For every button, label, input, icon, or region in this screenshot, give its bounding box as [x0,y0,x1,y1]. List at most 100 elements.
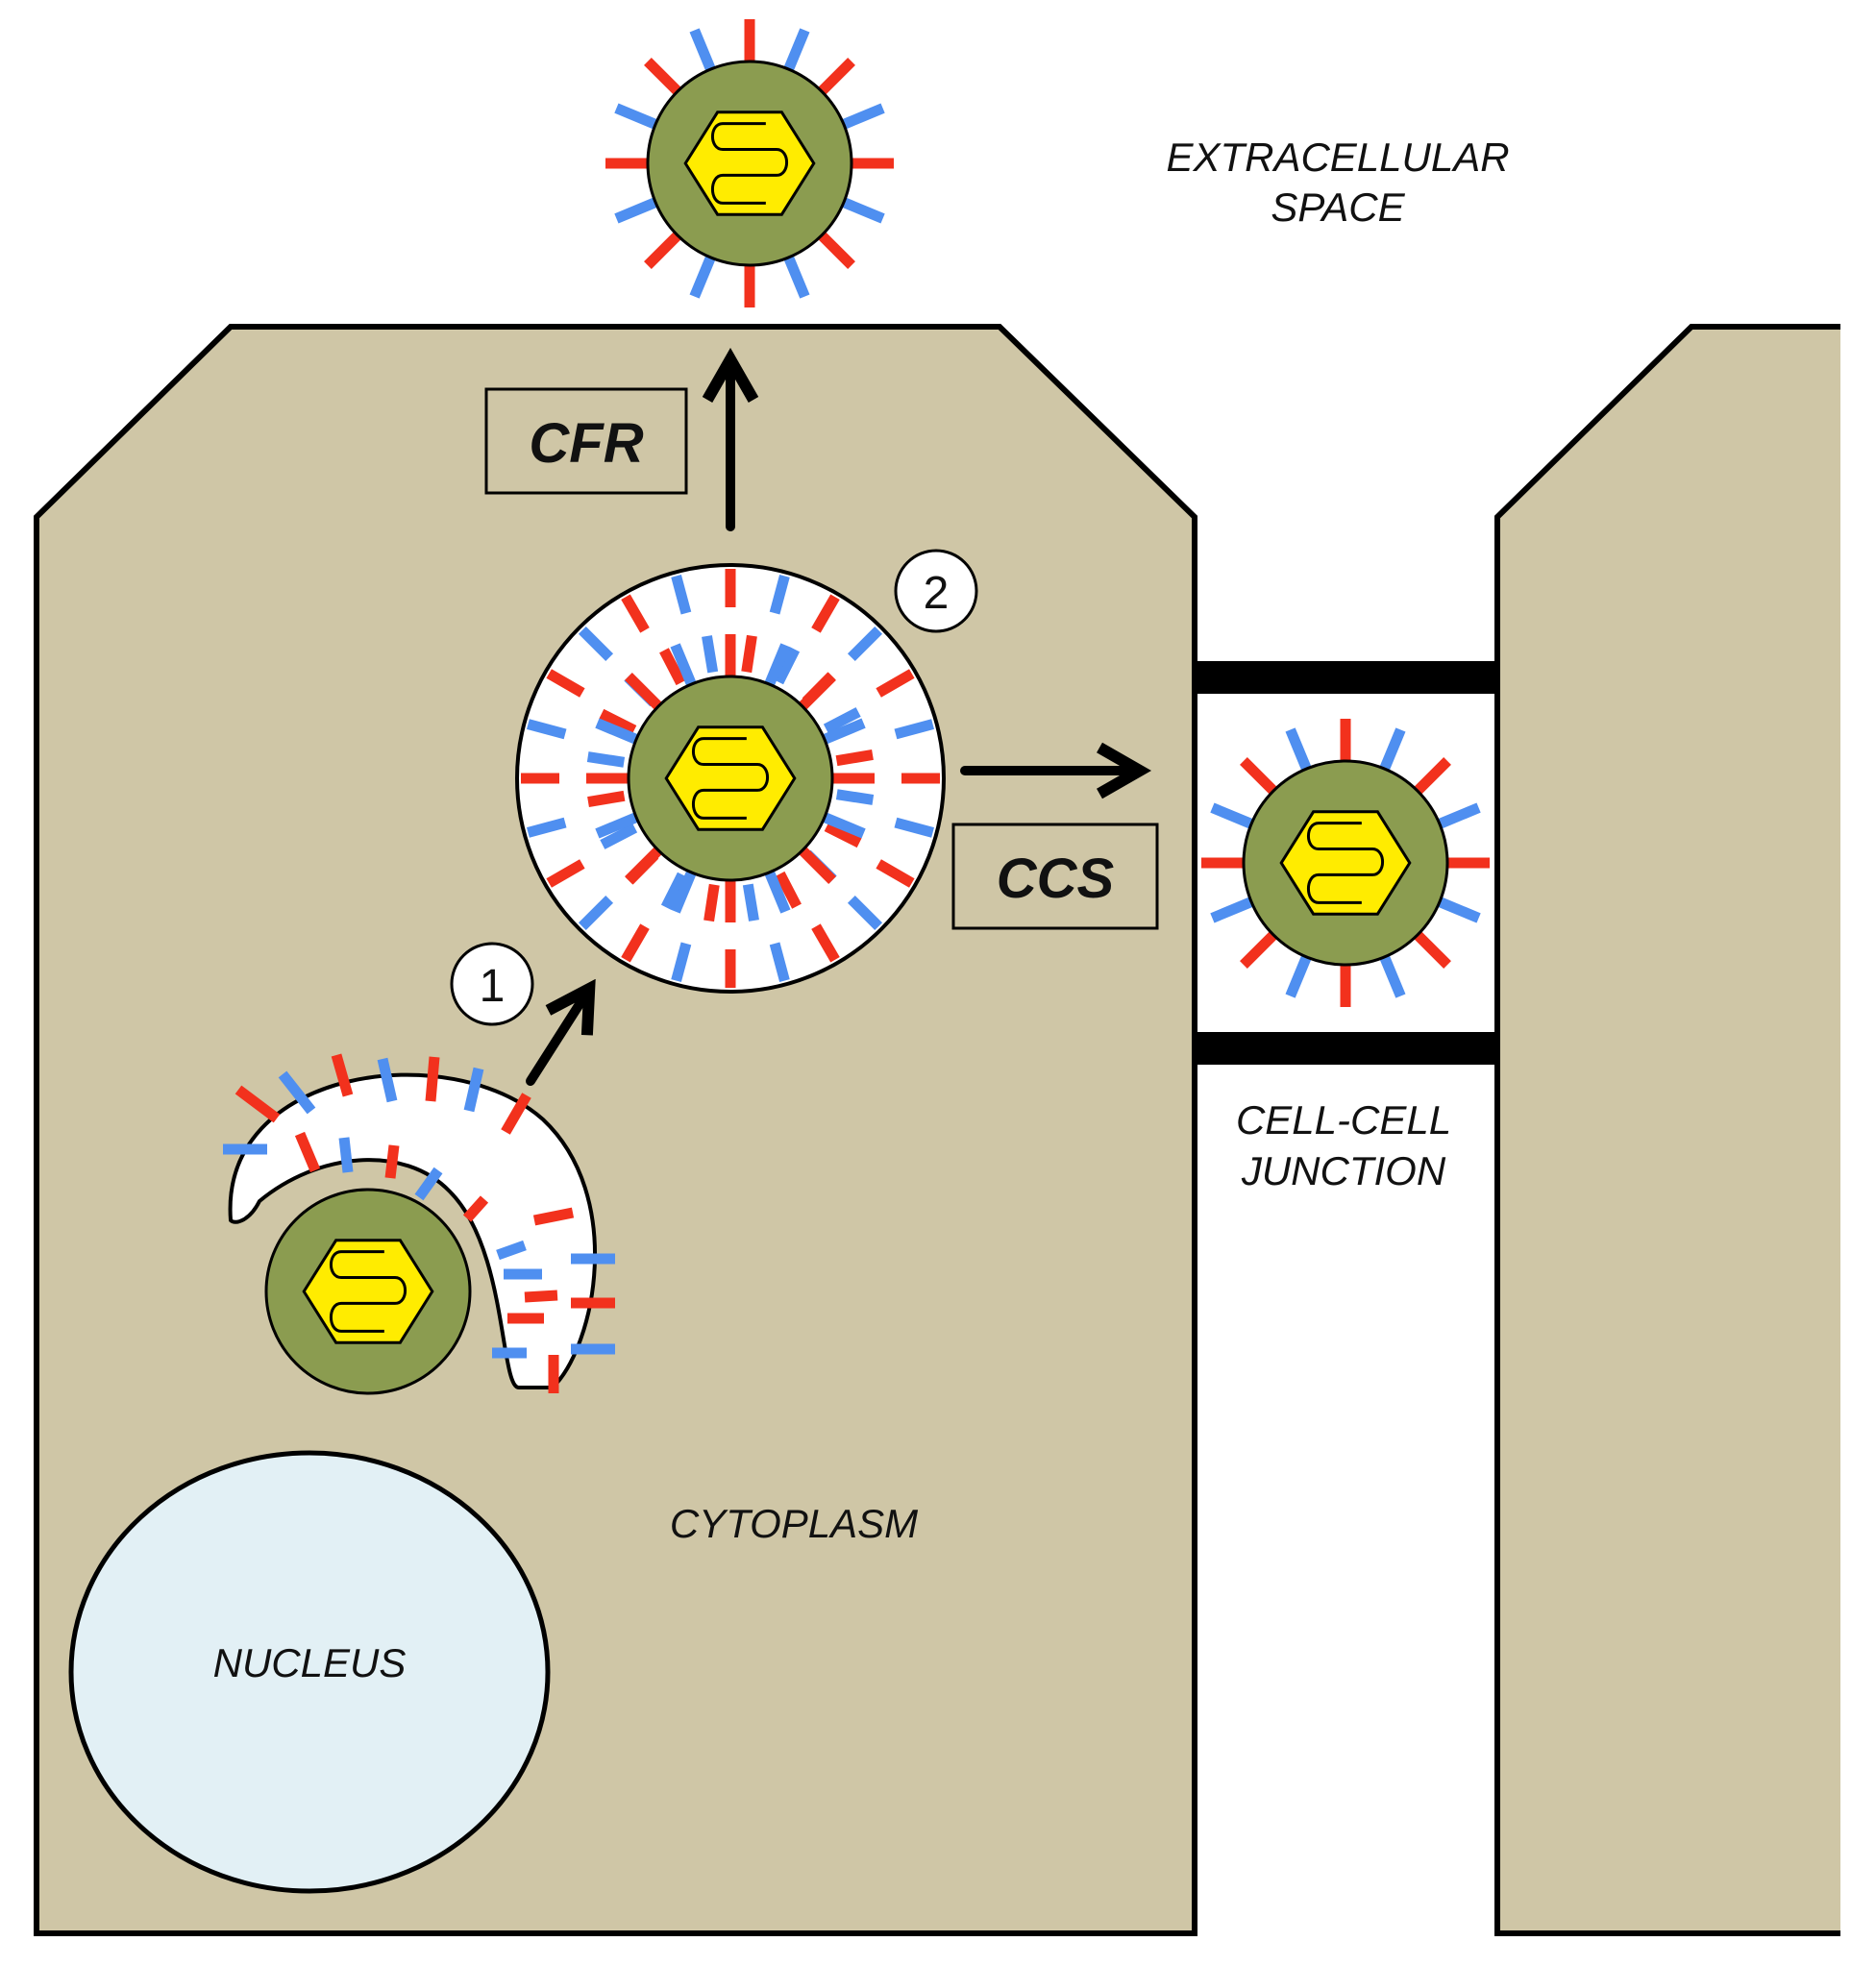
capsid [1279,810,1412,916]
envelope-spike [813,58,855,100]
membrane-spike [338,1137,354,1173]
nucleus-label: NUCLEUS [213,1640,407,1685]
envelope-spike [614,195,663,224]
envelope-spike [625,842,667,884]
membrane-spike [331,1053,354,1097]
membrane-spike [775,871,802,909]
junction-bar-top [1195,661,1497,694]
membrane-spike [659,648,686,686]
membrane-spike [278,1070,316,1115]
envelope-spike [1210,895,1259,923]
envelope-spike [836,103,885,132]
capsid [302,1239,434,1344]
membrane-spike [847,626,883,662]
viral-genome [1306,822,1385,904]
envelope-spike [1240,926,1282,969]
envelope-spike [689,28,718,77]
membrane-spike [546,669,585,698]
budding-spikes [223,1053,615,1393]
membrane-spike [621,594,650,633]
membrane-spike [894,817,934,838]
membrane-spike [847,895,883,931]
membrane-spike [876,859,915,888]
envelope-spike [762,865,791,914]
membrane-spike [414,1167,443,1201]
membrane-spike [587,790,626,807]
envelope-spike [813,227,855,269]
vesicle-spikes [521,569,940,988]
membrane-spike [835,789,875,805]
membrane-spike [671,942,692,982]
membrane-spike [824,822,862,848]
membrane-spike [811,594,840,633]
neighboring-cell [1494,324,1848,1936]
envelope-spike [1377,949,1406,998]
envelope-spike [625,673,667,715]
cfr-label: CFR [529,412,643,475]
membrane-spike [811,923,840,963]
envelope-spike [1409,757,1451,799]
virion-vesicle [586,634,875,922]
junction-label-line2: JUNCTION [1241,1148,1446,1193]
membrane-spike [769,575,790,615]
membrane-spike [524,1290,558,1303]
membrane-spike [546,859,585,888]
step1-number: 1 [480,961,506,1012]
membrane-spike [527,817,567,838]
envelope-spike [817,810,866,839]
arrow-step1 [526,978,596,1086]
capsid [683,111,816,216]
membrane-spike [876,669,915,698]
membrane-spike [532,1207,575,1226]
junction-bar-bottom [1195,1032,1497,1065]
envelope-spike [689,250,718,299]
envelope-spike [836,195,885,224]
membrane-spike [741,634,757,674]
cytoplasm-label: CYTOPLASM [670,1501,918,1546]
envelope-spike [817,718,866,747]
envelope-spike [1285,727,1314,776]
membrane-spike [462,1195,489,1222]
membrane-spike [621,923,650,963]
envelope-spike [1432,895,1481,923]
membrane-spike [769,942,790,982]
envelope-spike [670,643,699,692]
envelope-spike [781,28,810,77]
step1-circle [450,942,534,1026]
membrane-spike [704,883,720,922]
membrane-spike [463,1067,484,1113]
membrane-spike [578,895,614,931]
membrane-spike [384,1144,400,1179]
envelope-spike [644,227,686,269]
membrane-spike [835,750,874,767]
membrane-spike [578,626,614,662]
envelope-spike [614,103,663,132]
envelope-spike [595,810,644,839]
junction-label-line1: CELL-CELL [1236,1097,1451,1143]
envelope-spike [1377,727,1406,776]
envelope-spike [1432,802,1481,831]
envelope-spike [781,250,810,299]
membrane-spike [586,751,626,768]
envelope-spike [1285,949,1314,998]
envelope-spike [1240,757,1282,799]
membrane-spike [527,719,567,740]
virion-budding [264,1188,472,1395]
envelope-spike [1210,802,1259,831]
step2-number: 2 [924,568,950,619]
envelope-spike [644,58,686,100]
envelope-spike [762,643,791,692]
membrane-spike [599,708,637,735]
envelope-spike [1409,926,1451,969]
membrane-spike [894,719,934,740]
step2-circle [894,549,978,633]
membrane-spike [600,823,638,849]
extracellular-label-line2: SPACE [1271,184,1405,230]
membrane-spike [702,635,719,674]
envelope-spike [794,673,836,715]
membrane-spike [671,575,692,615]
viral-genome [710,122,789,205]
membrane-spike [742,883,759,922]
virion-released [605,19,894,307]
